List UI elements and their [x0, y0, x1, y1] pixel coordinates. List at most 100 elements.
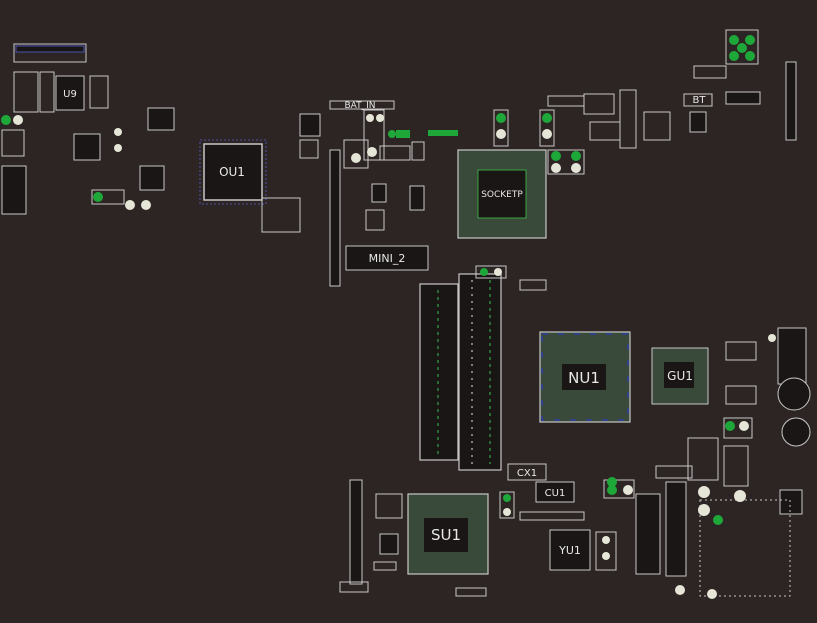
via-pad: [725, 421, 735, 431]
component-cluster: [699, 499, 791, 597]
via-pad: [428, 130, 458, 136]
socket-socketp[interactable]: SOCKETP: [457, 149, 547, 239]
via-pad: [551, 163, 561, 173]
component-block: [693, 65, 727, 79]
component-block: [723, 445, 749, 487]
via-pad: [602, 552, 610, 560]
via-pad: [114, 144, 122, 152]
chip-cu1[interactable]: CU1: [535, 481, 575, 503]
u9-area: [13, 71, 55, 113]
chip-yu1[interactable]: YU1: [549, 529, 591, 571]
component-block: [643, 111, 671, 141]
label-cx1: CX1: [517, 468, 537, 479]
label-socketp: SOCKETP: [481, 190, 523, 200]
component-block: [139, 165, 165, 191]
component-block: [299, 113, 321, 137]
via-pad: [480, 268, 488, 276]
connector-mini-2[interactable]: MINI_2: [345, 245, 429, 271]
via-pad: [494, 268, 502, 276]
component-block: [723, 417, 753, 439]
chip-nu1[interactable]: NU1: [539, 331, 631, 423]
via-pad: [739, 421, 749, 431]
component-block: [89, 75, 109, 109]
component-block: [91, 189, 125, 205]
via-pad: [496, 129, 506, 139]
via-pad: [496, 113, 506, 123]
label-u9: U9: [63, 89, 77, 100]
component-block: [779, 489, 803, 515]
via-pad: [571, 163, 581, 173]
chip-gu1[interactable]: GU1: [651, 347, 709, 405]
label-cu1: CU1: [545, 488, 566, 499]
chip-ou1[interactable]: OU1: [199, 139, 267, 205]
label-nu1: NU1: [568, 369, 600, 387]
via-pad: [607, 485, 617, 495]
via-pad: [93, 192, 103, 202]
dimm-slot-1[interactable]: [419, 283, 459, 461]
via-pad: [734, 490, 746, 502]
via-pad: [737, 43, 747, 53]
dimm-slot-2[interactable]: [458, 273, 502, 471]
connector-top-left[interactable]: [13, 43, 87, 63]
via-pad: [503, 508, 511, 516]
component-block: [1, 129, 25, 157]
label-bat-in: BAT_IN: [344, 101, 375, 111]
component-block: [375, 493, 403, 519]
via-pad: [367, 147, 377, 157]
long-connector[interactable]: [329, 149, 341, 287]
component-block: [339, 581, 369, 593]
label-ou1: OU1: [219, 165, 245, 179]
via-pad: [551, 151, 561, 161]
label-yu1: YU1: [558, 544, 581, 557]
via-pad: [141, 200, 151, 210]
via-pad: [729, 35, 739, 45]
component-block: [547, 149, 585, 175]
component-cx1[interactable]: CX1: [507, 463, 547, 481]
via-pad: [376, 114, 384, 122]
component-block: [409, 185, 425, 211]
via-pad: [698, 486, 710, 498]
label-su1: SU1: [431, 526, 461, 544]
via-pad: [602, 536, 610, 544]
via-pad: [388, 130, 396, 138]
via-pad: [1, 115, 11, 125]
long-connector[interactable]: [349, 479, 363, 585]
label-mini-2: MINI_2: [369, 252, 406, 265]
component-block: [725, 385, 757, 405]
via-pad: [503, 494, 511, 502]
component-block: [603, 479, 635, 499]
chip-su1[interactable]: SU1: [407, 493, 489, 575]
component-block: [371, 183, 387, 203]
component-block: [687, 437, 719, 481]
component-block: [635, 493, 661, 575]
connector-bat-in[interactable]: BAT_IN: [329, 100, 395, 111]
via-pad: [125, 200, 135, 210]
component-block: [547, 95, 585, 107]
via-pad: [713, 515, 723, 525]
connector-bt[interactable]: BT: [683, 93, 713, 107]
component-block: [455, 587, 487, 597]
component-block: [73, 133, 101, 161]
side-connector[interactable]: [785, 61, 797, 141]
via-pad: [114, 128, 122, 136]
via-pad: [729, 51, 739, 61]
via-pad: [607, 477, 617, 487]
via-pad: [768, 334, 776, 342]
component-block: [261, 197, 301, 233]
via-pad: [542, 113, 552, 123]
via-pad: [366, 114, 374, 122]
component-block: [365, 209, 385, 231]
via-pad: [396, 130, 410, 138]
component-block: [689, 111, 707, 133]
chip-u9[interactable]: U9: [55, 75, 85, 111]
component-block: [655, 465, 693, 479]
component-round: [781, 417, 811, 447]
via-pad: [745, 51, 755, 61]
component-block: [725, 341, 757, 361]
via-pad: [698, 504, 710, 516]
component-block: [583, 93, 615, 115]
via-pad: [745, 35, 755, 45]
via-pad: [675, 585, 685, 595]
